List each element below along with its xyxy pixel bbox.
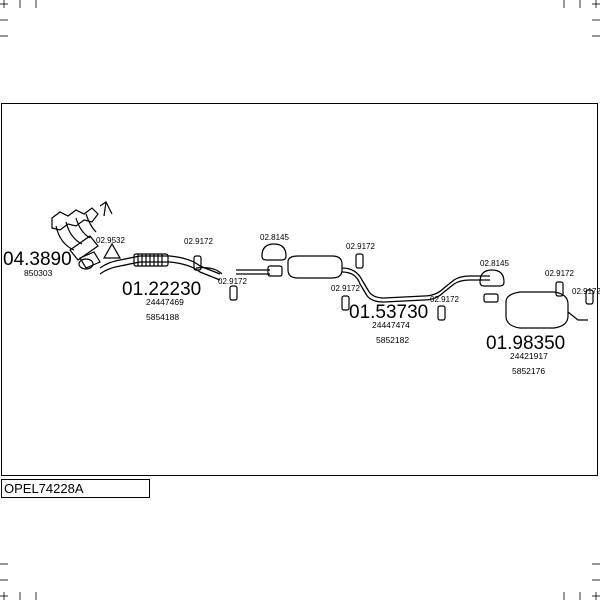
part-code-manifold: 04.3890 [3,249,72,270]
front-pipe-drawing [99,253,223,281]
label-rubber-g: 02.9172 [572,287,600,296]
rubber-mount-drawings [193,253,594,321]
part-ref-middle-silencer-2: 5852182 [376,335,409,345]
diagram-code-label: OPEL74228A [1,479,150,498]
part-code-front-pipe: 01.22230 [122,279,201,300]
label-clamp-b: 02.8145 [480,259,509,268]
middle-silencer-drawing [236,255,490,303]
rear-silencer-drawing [483,291,588,329]
label-rubber-c: 02.9172 [346,242,375,251]
part-ref-rear-silencer-2: 5852176 [512,366,545,376]
manifold-drawing [51,201,113,270]
label-rubber-d: 02.9172 [331,284,360,293]
part-ref-front-pipe-1: 24447469 [146,297,184,307]
label-rubber-b: 02.9172 [218,277,247,286]
label-rubber-a: 02.9172 [184,237,213,246]
clamp-8145-drawings [261,243,505,287]
part-ref-manifold-1: 850303 [24,268,53,278]
part-code-rear-silencer: 01.98350 [486,333,565,354]
clamp-drawing [102,242,122,259]
label-rubber-e: 02.9172 [430,295,459,304]
part-ref-middle-silencer-1: 24447474 [372,320,410,330]
part-code-middle-silencer: 01.53730 [349,302,428,323]
diagram-frame [1,103,598,476]
part-ref-front-pipe-2: 5854188 [146,312,179,322]
part-ref-rear-silencer-1: 24421917 [510,351,548,361]
label-clamp-9532: 02.9532 [96,236,125,245]
label-rubber-f: 02.9172 [545,269,574,278]
label-clamp-a: 02.8145 [260,233,289,242]
